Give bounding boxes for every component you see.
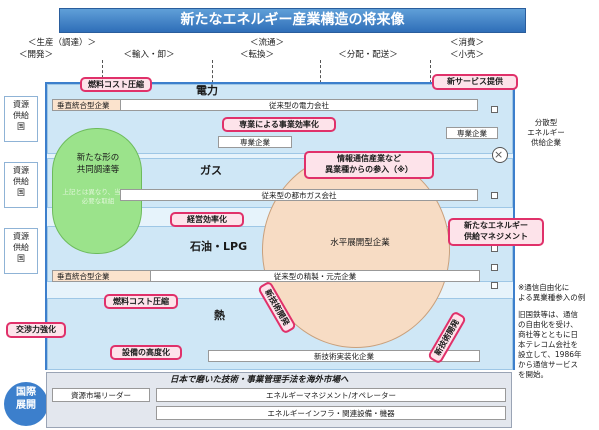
tag-fuel-cost-top: 燃料コスト圧縮 bbox=[80, 77, 152, 92]
stage-production: ＜生産（調達）＞ bbox=[27, 38, 96, 48]
tag-new-energy-management: 新たなエネルギー 供給マネジメント bbox=[448, 218, 544, 246]
cross-mark-icon: × bbox=[494, 148, 504, 161]
stage-consumption: ＜消費＞ bbox=[449, 38, 484, 48]
tag-negotiation: 交渉力強化 bbox=[6, 322, 66, 338]
international-headline: 日本で磨いた技術・事業管理手法を海外市場へ bbox=[170, 375, 349, 385]
cloud-label: 新たな形の 共同調達等 bbox=[76, 153, 120, 175]
note-jnr: 旧国鉄等は、通信 の自由化を受け、 商社等とともに日 本テレコム会社を 設立して… bbox=[518, 310, 582, 379]
specialist-bar: 専業企業 bbox=[218, 136, 292, 148]
energy-manager-bar: エネルギーマネジメント/オペレーター bbox=[156, 388, 506, 402]
source-country-box: 資源 供給 国 bbox=[4, 228, 38, 274]
tag-fuel-cost-bottom: 燃料コスト圧縮 bbox=[104, 294, 178, 309]
sector-oil: 石油・LPG bbox=[190, 240, 248, 253]
stage-delivery: ＜分配・配送＞ bbox=[338, 50, 398, 60]
source-country-box: 資源 供給 国 bbox=[4, 162, 38, 208]
resource-leader-bar: 資源市場リーダー bbox=[52, 388, 150, 402]
sector-gas: ガス bbox=[200, 164, 222, 177]
tag-new-service: 新サービス提供 bbox=[432, 74, 518, 90]
node-square bbox=[491, 245, 498, 252]
new-tech-enterprise-bar: 新技術実装化企業 bbox=[208, 350, 480, 362]
distributed-energy-label: 分散型 エネルギー 供給企業 bbox=[527, 118, 565, 147]
cloud-faint-text: 上記とは異なり、当面は 必要な取組 bbox=[62, 188, 134, 205]
stage-import: ＜輸入・卸＞ bbox=[123, 50, 175, 60]
node-square bbox=[491, 264, 498, 271]
source-country-box: 資源 供給 国 bbox=[4, 96, 38, 142]
sector-power: 電力 bbox=[196, 84, 218, 97]
stage-conversion: ＜転換＞ bbox=[239, 50, 274, 60]
node-square bbox=[491, 192, 498, 199]
node-square bbox=[491, 106, 498, 113]
sector-heat: 熱 bbox=[214, 309, 225, 322]
city-gas-bar: 従来型の都市ガス会社 bbox=[120, 189, 478, 201]
tag-equipment: 設備の高度化 bbox=[110, 345, 182, 360]
note-telecom: ※通信自由化に よる異業種参入の例 bbox=[518, 283, 586, 302]
node-square bbox=[491, 282, 498, 289]
tag-operation-efficiency: 経営効率化 bbox=[170, 212, 244, 227]
page-title: 新たなエネルギー産業構造の将来像 bbox=[59, 8, 526, 33]
stage-distribution: ＜流通＞ bbox=[249, 38, 284, 48]
refining-bar: 従来型の精製・元売企業 bbox=[150, 270, 480, 282]
stage-retail: ＜小売＞ bbox=[449, 50, 484, 60]
horizontal-enterprise-circle bbox=[262, 152, 450, 348]
horizontal-enterprise-label: 水平展開型企業 bbox=[330, 238, 390, 248]
international-label: 国際 展開 bbox=[16, 387, 36, 411]
stage-development: ＜開発＞ bbox=[18, 50, 53, 60]
power-company-bar: 従来型の電力会社 bbox=[120, 99, 478, 111]
energy-infra-bar: エネルギーインフラ・関連設備・機器 bbox=[156, 406, 506, 420]
tag-efficiency: 専業による事業効率化 bbox=[222, 117, 336, 132]
distributed-node-circle bbox=[492, 147, 508, 163]
international-circle bbox=[4, 382, 48, 426]
specialist-right-bar: 専業企業 bbox=[446, 127, 498, 139]
tag-it-entry: 情報通信産業など 異業種からの参入（※） bbox=[304, 151, 434, 179]
